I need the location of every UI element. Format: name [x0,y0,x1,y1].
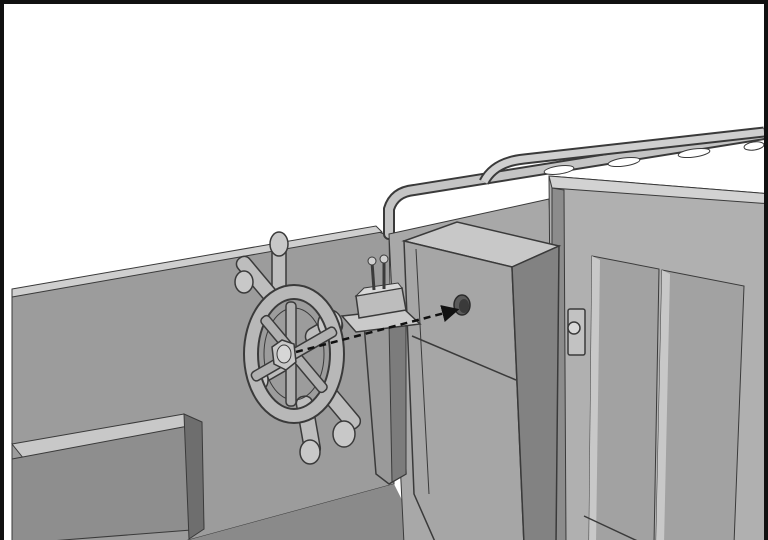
cabin-door [549,176,768,540]
helm-console [404,222,559,540]
mounting-hole [454,295,470,315]
door-panel-left [589,256,659,540]
door-panel-right [656,270,744,540]
door-latch [568,309,585,355]
helm-scene [4,4,768,540]
wheel-hub [272,340,296,370]
